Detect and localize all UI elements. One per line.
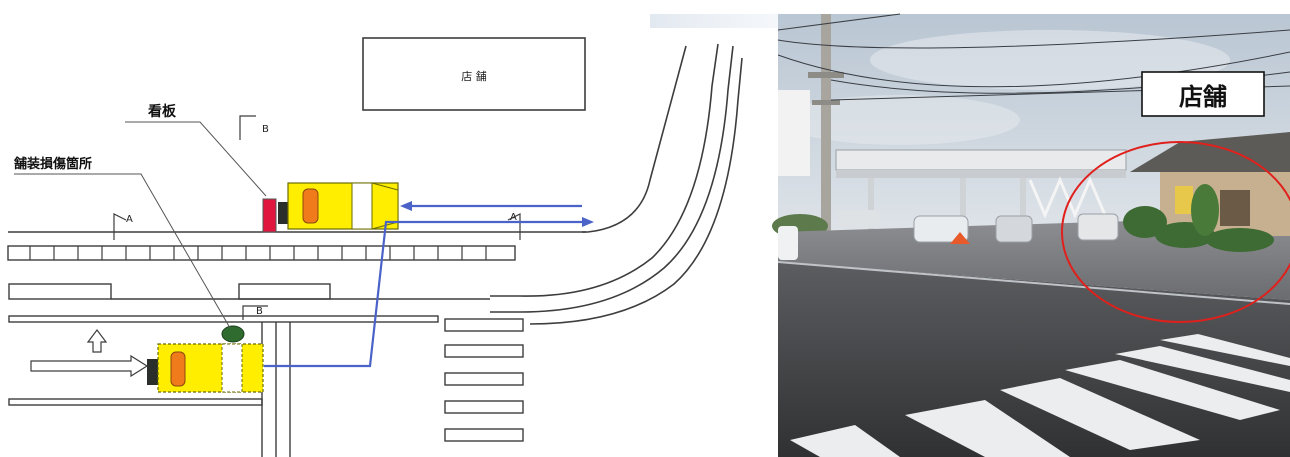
- route-arrows: [264, 201, 594, 368]
- curved-road-lines: [490, 43, 743, 325]
- store-callout: 店舗: [1141, 71, 1265, 117]
- median: [8, 283, 490, 300]
- highlight-circle: [1061, 141, 1290, 323]
- truck-lower: [147, 343, 264, 393]
- shrubs: [1123, 184, 1274, 252]
- damage-location-label: 舗装損傷箇所: [13, 156, 92, 172]
- damage-label-group: 舗装損傷箇所: [13, 156, 231, 329]
- signboard-label: 看板: [147, 103, 177, 120]
- utility-pole: [808, 14, 844, 244]
- svg-text:B: B: [256, 306, 263, 317]
- store-callout-label: 店舗: [1179, 83, 1227, 111]
- section-marker-a-right: A: [507, 212, 521, 240]
- svg-text:A: A: [126, 214, 133, 225]
- site-photo: 店舗: [650, 13, 1290, 457]
- photo-crosswalk: [790, 334, 1290, 457]
- signboard-label-group: 看板: [125, 103, 267, 197]
- curb-strip: [7, 245, 516, 261]
- section-marker-a-left: A: [113, 213, 133, 240]
- parked-cars: [778, 210, 1119, 260]
- section-marker-b-bottom: B: [242, 305, 268, 320]
- diagram-crosswalk: [444, 318, 524, 442]
- section-marker-b-top: B: [239, 115, 269, 140]
- damage-marker: [221, 325, 245, 343]
- store-label: 店 舗: [461, 69, 487, 83]
- canopy: [835, 149, 1127, 238]
- entry-arrow: [30, 329, 149, 378]
- store-building: 店 舗: [362, 37, 586, 111]
- svg-text:A: A: [510, 212, 517, 223]
- svg-text:B: B: [262, 124, 269, 135]
- truck-upper: [278, 182, 399, 230]
- signboard: [262, 198, 277, 233]
- site-diagram: 店 舗: [7, 37, 743, 457]
